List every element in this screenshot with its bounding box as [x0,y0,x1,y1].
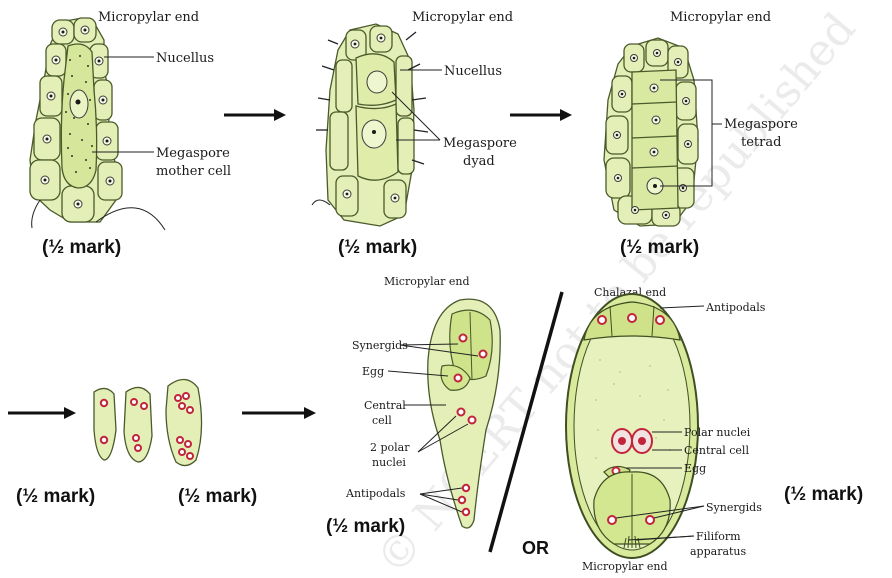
megaspore-label-line1: Megaspore [156,146,230,161]
mark-label: (½ mark) [42,237,121,258]
mark-label: (½ mark) [326,516,405,537]
megaspore-label-line1: Megaspore [724,117,798,132]
micropylar-end-label: Micropylar end [98,10,199,25]
synergids-label: Synergids [706,501,762,514]
dyad-label-line2: dyad [463,154,495,169]
or-label: OR [522,538,549,558]
mark-label: (½ mark) [338,237,417,258]
panel-megaspore-dyad: Micropylar end Nucellus Megaspore [312,10,517,258]
polar-nuclei-label-line1: 2 polar [370,441,410,454]
micropylar-end-label: Micropylar end [670,10,771,25]
central-cell-label-line2: cell [372,414,392,427]
mark-label: (½ mark) [620,237,699,258]
micropylar-end-label: Micropylar end [384,275,470,288]
arrow-head [64,407,76,419]
central-cell-label-line1: Central [364,399,406,412]
nucleate-stages [94,379,202,465]
panel-megaspore-mother-cell: Micropylar end [30,10,231,258]
panel-embryo-sac-2: Chalazal end Antipodals [566,286,863,573]
tetrad-label-line2: tetrad [741,135,781,150]
arrow-head [304,407,316,419]
synergids-label: Synergids [352,339,408,352]
mark-label: (½ mark) [784,484,863,505]
egg-label: Egg [684,462,706,475]
megaspore-mother-cell [61,44,96,188]
nucellus-cells [30,18,165,230]
megaspore-label-line2: mother cell [156,164,231,179]
nucellus-label: Nucellus [156,51,214,66]
antipodals-label: Antipodals [345,487,406,500]
micropylar-end-label: Micropylar end [412,10,513,25]
filiform-label-line2: apparatus [690,545,747,558]
filiform-label-line1: Filiform [696,530,741,543]
mark-label: (½ mark) [178,486,257,507]
arrow-head [560,109,572,121]
polar-nuclei-label: Polar nuclei [684,426,751,439]
megaspore-label-line1: Megaspore [443,136,517,151]
micropylar-end-label: Micropylar end [582,560,668,573]
nucellus-label: Nucellus [444,64,502,79]
arrow-head [274,109,286,121]
central-cell-label: Central cell [684,444,749,457]
polar-nuclei-label-line2: nuclei [372,456,406,469]
mark-label: (½ mark) [16,486,95,507]
egg-label: Egg [362,365,384,378]
antipodals-label: Antipodals [705,301,766,314]
